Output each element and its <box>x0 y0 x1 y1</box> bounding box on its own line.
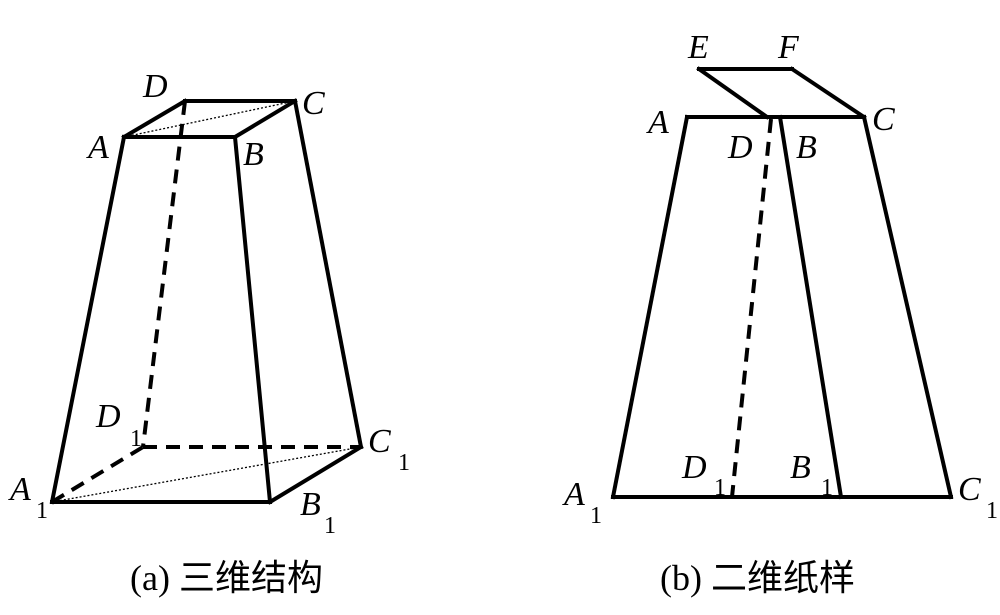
label-B: B <box>243 136 264 173</box>
label-A1: A <box>562 476 585 513</box>
label-E: E <box>687 29 709 66</box>
label-D1: D <box>681 449 707 486</box>
label-F: F <box>777 29 800 66</box>
edge-AA1 <box>49 134 127 505</box>
diagonal-A1C1 <box>51 446 362 503</box>
subscript: 1 <box>130 426 142 452</box>
edge-FC <box>789 66 867 120</box>
edge-AD <box>121 98 188 140</box>
subscript: 1 <box>398 450 410 476</box>
edge-DD1-hidden <box>141 100 187 448</box>
edge-BC <box>232 98 298 140</box>
label-B1: B <box>790 449 811 486</box>
label-B: B <box>796 129 817 166</box>
edge-DD1-fold <box>730 118 773 498</box>
subscript: 1 <box>590 503 602 529</box>
figure-a-3d-frustum: D C A B D 1 C 1 A 1 B 1 (a) 三维结构 <box>8 68 410 598</box>
edge-CC1 <box>292 98 364 450</box>
label-A: A <box>646 104 669 141</box>
caption-a: (a) 三维结构 <box>130 558 323 598</box>
edge-AA1 <box>610 114 690 500</box>
figure-b-2d-pattern: E F A C D B D 1 B 1 A 1 C 1 (b) 二维纸样 <box>562 29 998 598</box>
label-C1: C <box>958 471 981 508</box>
label-D: D <box>142 68 168 105</box>
label-D1: D <box>95 398 121 435</box>
edge-ED <box>696 66 770 120</box>
subscript: 1 <box>36 498 48 524</box>
label-A1: A <box>8 471 31 508</box>
edge-A1D1-hidden <box>50 445 145 504</box>
caption-b: (b) 二维纸样 <box>660 558 855 598</box>
label-C: C <box>872 101 895 138</box>
edge-BB1 <box>777 114 844 500</box>
edge-B1C1 <box>267 444 364 505</box>
edge-CC1 <box>861 114 954 500</box>
subscript: 1 <box>324 513 336 539</box>
subscript: 1 <box>821 475 833 501</box>
subscript: 1 <box>714 475 726 501</box>
label-C1: C <box>368 423 391 460</box>
subscript: 1 <box>986 498 998 524</box>
diagonal-AC <box>123 100 296 138</box>
edge-BB1 <box>232 134 273 505</box>
label-C: C <box>302 85 325 122</box>
label-B1: B <box>300 486 321 523</box>
label-A: A <box>86 129 109 166</box>
label-D: D <box>727 129 753 166</box>
